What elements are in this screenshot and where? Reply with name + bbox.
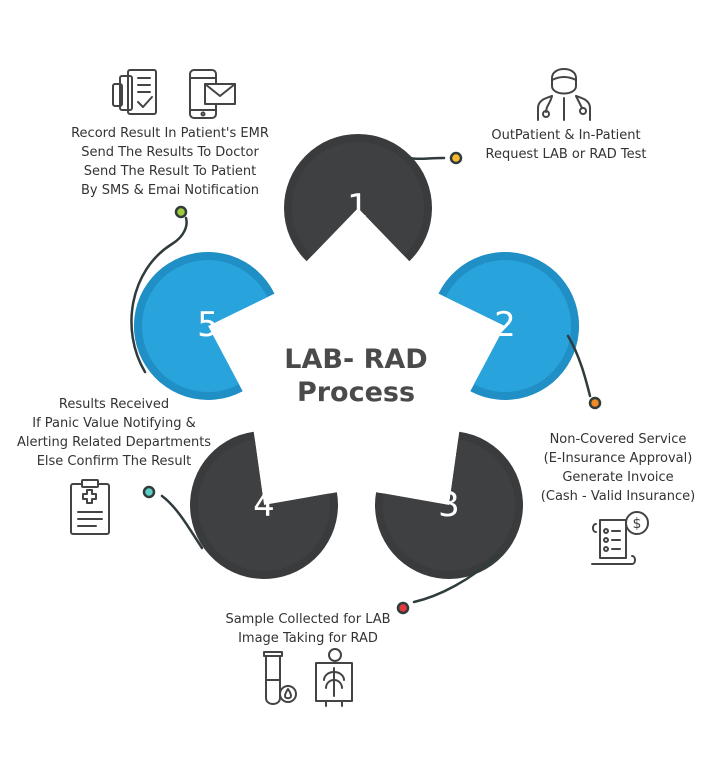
step-5-caption-line: Send The Result To Patient bbox=[83, 164, 257, 179]
step-5-connector-dot bbox=[174, 205, 188, 219]
step-3-connector-dot bbox=[396, 601, 410, 615]
invoice-dollar-icon: $ bbox=[591, 511, 649, 565]
step-4-caption-line: If Panic Value Notifying & bbox=[32, 416, 196, 431]
step-4-caption: Results Received If Panic Value Notifyin… bbox=[0, 395, 228, 471]
test-tube-icon bbox=[263, 651, 297, 705]
step-3-number: 3 bbox=[438, 485, 460, 525]
step-1-segment-inner bbox=[292, 141, 424, 256]
svg-text:$: $ bbox=[633, 516, 642, 532]
step-5-caption-line: By SMS & Emai Notification bbox=[80, 183, 260, 198]
step-2-number: 2 bbox=[494, 305, 516, 345]
step-2-caption-line: (Cash - Valid Insurance) bbox=[540, 489, 696, 504]
step-1-connector-line bbox=[408, 156, 446, 161]
step-3-caption-line: Sample Collected for LAB bbox=[225, 612, 391, 627]
step-4-caption-line: Results Received bbox=[58, 397, 170, 412]
step-3-caption: Sample Collected for LAB Image Taking fo… bbox=[200, 610, 416, 648]
diagram-title: LAB- RAD Process bbox=[250, 343, 462, 409]
step-2-caption-line: (E-Insurance Approval) bbox=[543, 451, 693, 466]
records-icon bbox=[112, 69, 157, 115]
step-5-caption-line: Record Result In Patient's EMR bbox=[71, 126, 269, 141]
step-1-caption-line: Request LAB or RAD Test bbox=[485, 147, 647, 162]
xray-icon bbox=[315, 648, 353, 707]
process-segments bbox=[133, 133, 580, 579]
phone-mail-icon bbox=[189, 69, 236, 119]
step-4-caption-line: Alerting Related Departments bbox=[16, 435, 212, 450]
step-2-caption: Non-Covered Service (E-Insurance Approva… bbox=[528, 430, 708, 506]
step-1-caption-line: OutPatient & In-Patient bbox=[491, 128, 641, 143]
step-5-caption-line: Send The Results To Doctor bbox=[81, 145, 259, 160]
step-4-caption-line: Else Confirm The Result bbox=[36, 454, 192, 469]
step-2-caption-line: Non-Covered Service bbox=[549, 432, 687, 447]
step-3-caption-line: Image Taking for RAD bbox=[238, 631, 378, 646]
clipboard-medical-icon bbox=[70, 479, 110, 535]
step-5-number: 5 bbox=[197, 305, 219, 345]
doctor-icon bbox=[537, 68, 591, 121]
diagram-title-line2: Process bbox=[296, 377, 416, 408]
step-3-segment-inner bbox=[382, 439, 515, 571]
step-numbers: 1 2 3 4 5 bbox=[197, 187, 516, 525]
step-3-connector-line bbox=[412, 554, 499, 604]
step-1-caption: OutPatient & In-Patient Request LAB or R… bbox=[466, 126, 666, 164]
step-4-number: 4 bbox=[253, 485, 275, 525]
step-4-segment-inner bbox=[198, 439, 331, 571]
step-1-connector-dot bbox=[449, 151, 463, 165]
step-2-caption-line: Generate Invoice bbox=[562, 470, 674, 485]
step-2-connector-dot bbox=[588, 396, 602, 410]
step-2-segment-inner bbox=[445, 260, 572, 393]
step-5-segment-inner bbox=[141, 260, 268, 393]
step-5-caption: Record Result In Patient's EMR Send The … bbox=[50, 124, 290, 200]
step-5-connector-line bbox=[130, 216, 188, 374]
step-4-connector-dot bbox=[142, 485, 156, 499]
step-4-connector-line bbox=[160, 494, 204, 550]
step-1-number: 1 bbox=[347, 187, 369, 227]
diagram-title-line1: LAB- RAD bbox=[284, 344, 428, 375]
step-2-connector-line bbox=[566, 334, 592, 398]
connector-lines bbox=[130, 151, 602, 615]
